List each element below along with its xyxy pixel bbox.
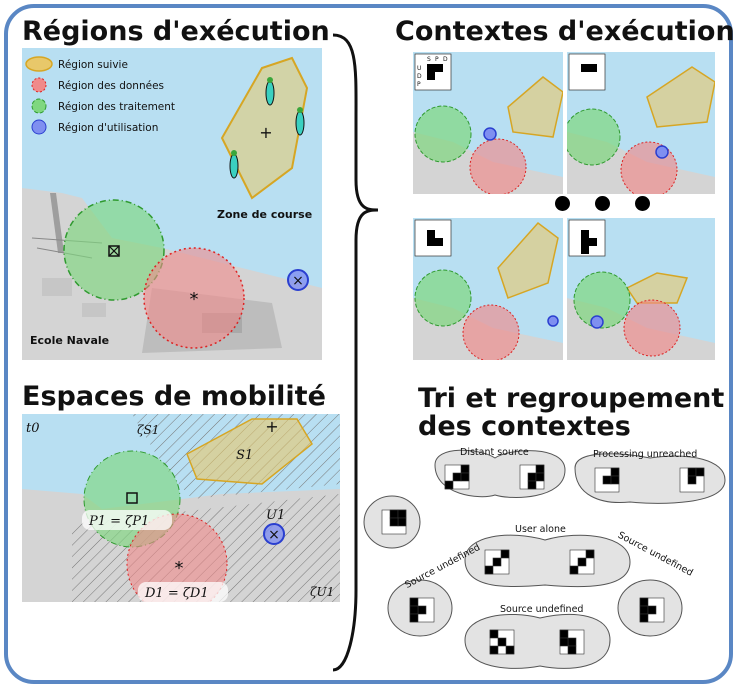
matrix-row-u: U	[417, 65, 421, 72]
mobility-map: × * + t0 ζS1 S1 U1 P1 = ζP1 D1 = ζD1 ζU1	[22, 414, 340, 602]
svg-text:×: ×	[292, 273, 304, 289]
title-contexts: Contextes d'exécution	[395, 16, 735, 47]
label-processing-unreached: Processing unreached	[593, 449, 697, 460]
continuation-dots	[555, 196, 655, 212]
legend-swatch-data	[31, 77, 47, 93]
label-zeta-u: ζU1	[310, 585, 334, 599]
regions-map: × * + Région suivie Région des données R…	[22, 48, 322, 360]
matrix-col-d: D	[443, 56, 448, 63]
label-s1: S1	[236, 448, 253, 463]
label-distant-source: Distant source	[460, 447, 529, 458]
context-thumb-4	[567, 218, 715, 360]
label-t0: t0	[26, 421, 40, 436]
title-sort-line2: des contextes	[418, 411, 631, 442]
svg-text:*: *	[190, 289, 199, 310]
label-zeta-s: ζS1	[137, 423, 159, 437]
title-mobility: Espaces de mobilité	[22, 381, 326, 412]
title-regions: Régions d'exécution	[22, 16, 330, 47]
matrix-row-d: D	[417, 73, 422, 80]
svg-text:+: +	[265, 417, 278, 436]
context-thumb-3	[413, 218, 563, 360]
legend-label-data: Région des données	[58, 80, 164, 92]
svg-text:×: ×	[268, 527, 280, 543]
curly-brace	[332, 33, 379, 672]
label-source-undefined-bottom: Source undefined	[500, 604, 583, 615]
outer-frame	[4, 4, 733, 684]
label-naval-school: Ecole Navale	[30, 334, 109, 347]
matrix-col-s: S	[427, 56, 431, 63]
legend-swatch-usage	[31, 119, 47, 135]
grouping-diagram: Distant source Processing unreached User…	[363, 447, 726, 669]
context-thumb-2	[567, 52, 715, 194]
legend-label-usage: Région d'utilisation	[58, 122, 158, 134]
svg-text:+: +	[259, 123, 272, 142]
legend-swatch-tracked	[25, 56, 53, 72]
label-user-alone: User alone	[515, 524, 566, 535]
matrix-row-p: P	[417, 81, 421, 88]
label-d1: D1 = ζD1	[144, 586, 209, 601]
matrix-col-p: P	[435, 56, 439, 63]
group-source-undefined-bottom	[464, 613, 611, 669]
legend-label-tracked: Région suivie	[58, 59, 128, 71]
label-u1: U1	[266, 508, 285, 523]
label-course-zone: Zone de course	[217, 208, 312, 221]
svg-text:*: *	[175, 558, 184, 579]
legend-label-processing: Région des traitement	[58, 101, 175, 113]
legend-swatch-processing	[31, 98, 47, 114]
label-p1: P1 = ζP1	[88, 514, 149, 529]
mini-matrices	[381, 464, 705, 655]
title-sort-line1: Tri et regroupement	[418, 383, 725, 414]
